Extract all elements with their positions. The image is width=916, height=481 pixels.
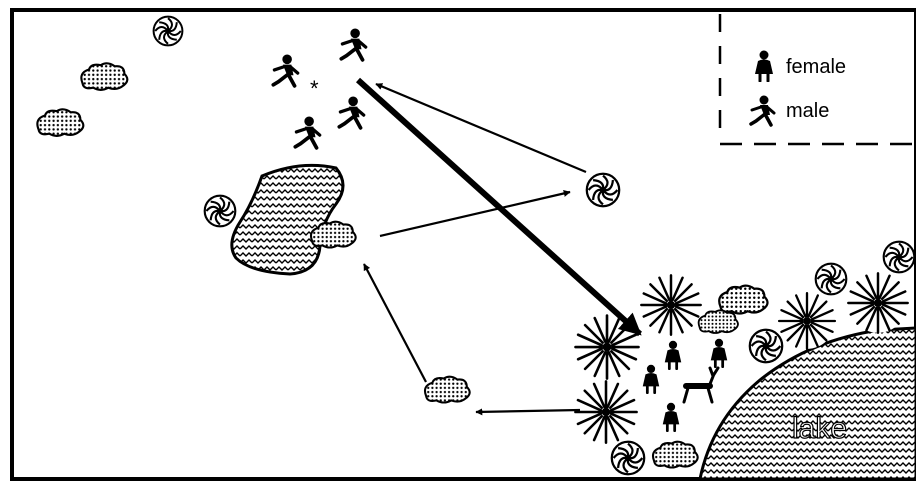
spiral-tree-icon: [203, 194, 237, 228]
spiral-tree-icon: [748, 328, 784, 364]
male-figure-icon: [271, 54, 300, 88]
spiral-tree-icon: [882, 240, 916, 274]
big-tree-icon: [777, 291, 837, 351]
male-figure-icon: [749, 95, 776, 127]
female-figure-icon: [641, 364, 661, 394]
pond: [230, 163, 345, 276]
arrow-males-to-lake-thick: [355, 77, 643, 337]
male-figure-icon: [337, 96, 366, 130]
star-marker: *: [310, 76, 319, 101]
bush-icon: [423, 375, 471, 404]
big-tree-icon: [640, 274, 702, 336]
spiral-tree-icon: [152, 15, 184, 47]
arrow-bush-to-pond-bush: [363, 263, 427, 383]
lake: [698, 326, 916, 481]
male-figure-icon: [339, 28, 368, 62]
arrow-trees-to-bush: [475, 408, 581, 416]
bush-icon: [697, 309, 739, 334]
big-tree-icon: [574, 380, 638, 444]
legend-male-label: male: [786, 100, 829, 122]
bush-icon: [651, 440, 699, 469]
bush-icon: [36, 108, 85, 137]
spiral-tree-icon: [814, 262, 848, 296]
lake-label: lake: [792, 412, 847, 445]
female-figure-icon: [663, 340, 683, 370]
diagram-frame: [10, 8, 916, 481]
legend-female-label: female: [786, 56, 846, 78]
female-figure-icon: [661, 402, 681, 432]
arrow-pond-bush-to-spiral: [379, 190, 571, 238]
arrow-spiral-to-males: [375, 82, 587, 174]
female-figure-icon: [753, 50, 775, 82]
female-figure-icon: [709, 338, 729, 368]
male-figure-icon: [293, 116, 322, 150]
big-tree-icon: [847, 272, 909, 334]
legend: female male: [718, 14, 916, 146]
antelope-icon: [682, 366, 720, 404]
bush-icon: [80, 62, 129, 91]
spiral-tree-icon: [585, 172, 621, 208]
spiral-tree-icon: [610, 440, 646, 476]
bush-icon: [718, 284, 769, 315]
